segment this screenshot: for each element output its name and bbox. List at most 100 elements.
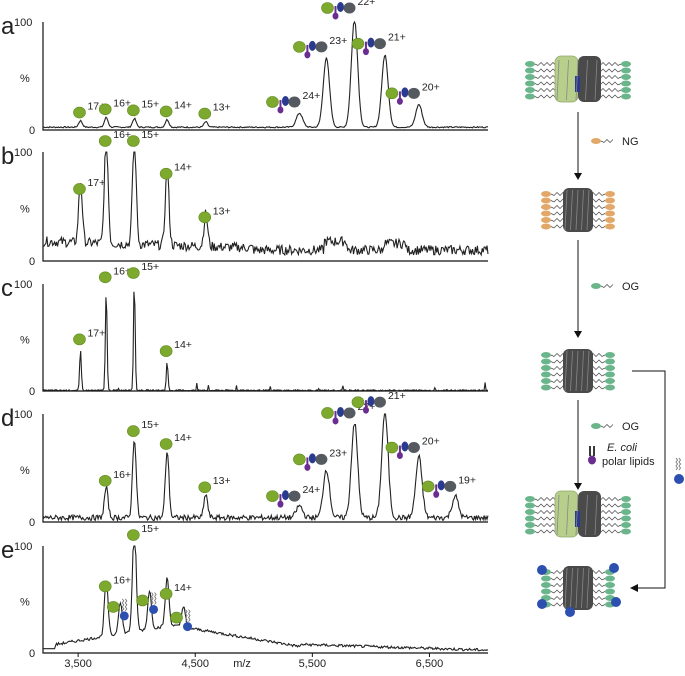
panel-axes (42, 22, 488, 131)
peak-annotation: 23+ (293, 447, 347, 471)
peak-annotation: 20+ (385, 81, 440, 105)
detergent-head-icon (621, 515, 631, 522)
peak-annotation: 17+ (73, 177, 105, 195)
protein-core-icon (578, 491, 601, 537)
peak-annotation: 16+ (98, 265, 131, 284)
micelle-reconstituted (525, 490, 631, 538)
monomer-icon (159, 105, 173, 118)
panel-axes (42, 414, 488, 523)
monomer-icon (293, 41, 306, 53)
lipid-head-icon (674, 474, 684, 484)
grey-subunit-icon (407, 87, 420, 99)
lipid-tail-icon (334, 6, 337, 18)
detergent-head-icon (621, 528, 631, 535)
y-zero-label: 0 (29, 386, 35, 398)
partner-protein-icon (367, 37, 375, 48)
og-tail-icon (600, 424, 614, 428)
reagent-label-ng: NG (622, 136, 639, 148)
reagent-label-og: OG (622, 281, 639, 293)
charge-state-label: 24+ (302, 484, 320, 496)
detergent-head-icon (525, 74, 535, 80)
monomer-icon (385, 87, 399, 100)
y-axis-label: % (20, 335, 30, 347)
lipid-tail-icon (184, 609, 188, 622)
charge-state-label: 14+ (174, 432, 192, 444)
arrow-head (574, 483, 582, 490)
helix-line (570, 567, 573, 609)
partner-protein-icon (308, 40, 316, 51)
lipid-tail-icon (593, 446, 595, 456)
monomer-icon (127, 104, 140, 117)
monomer-icon (321, 2, 334, 14)
detergent-head-icon (541, 197, 551, 204)
peak-annotation: 22+ (321, 0, 376, 20)
lipid-head-icon (119, 611, 129, 621)
detergent-head-icon (605, 365, 615, 371)
monomer-icon (136, 594, 149, 607)
detergent-head-icon (605, 378, 615, 384)
peak-annotation: 20+ (385, 436, 440, 460)
protein-core-icon (563, 349, 593, 393)
peak-annotation: 21+ (351, 32, 406, 56)
partner-protein-icon (367, 396, 375, 407)
grey-subunit-icon (444, 480, 457, 492)
y-max-label: 100 (14, 279, 32, 291)
y-zero-label: 0 (29, 517, 35, 529)
lipid-tail-icon (435, 484, 438, 497)
panel-label: b (1, 143, 14, 170)
spectrum-trace (42, 20, 489, 129)
detergent-head-icon (605, 217, 615, 223)
peak-annotation: 16+ (98, 129, 131, 147)
lipid-tail-icon (154, 592, 157, 605)
detergent-head-icon (525, 67, 535, 74)
detergent-head-icon (541, 217, 551, 223)
helix-line (594, 494, 598, 536)
peak-annotation (170, 609, 193, 632)
ng-detergent-icon (591, 138, 601, 144)
peak-annotation: 21+ (351, 390, 406, 414)
lipid-tail-icon (678, 457, 682, 471)
charge-state-label: 17+ (87, 177, 105, 189)
lipid-tail-icon (398, 445, 401, 458)
partner-protein-icon (281, 490, 289, 501)
charge-state-label: 23+ (329, 35, 347, 47)
reagent-label-polar-lipids: polar lipids (602, 456, 655, 468)
helix-line (564, 189, 568, 231)
lipid-tail-icon (151, 592, 154, 605)
monomer-icon (127, 529, 140, 541)
monomer-icon (98, 580, 112, 593)
detergent-head-icon (605, 371, 615, 378)
protein-core-icon (563, 566, 593, 610)
helix-line (575, 350, 579, 392)
charge-state-label: 16+ (113, 265, 131, 277)
peak-annotation: 24+ (266, 484, 320, 508)
lipid-head-icon (304, 51, 311, 59)
x-tick-label: 4,500 (181, 658, 209, 670)
x-axis-label: m/z (233, 658, 251, 670)
detergent-head-icon (621, 522, 631, 528)
monomer-icon (98, 271, 112, 284)
detergent-head-icon (621, 87, 631, 93)
detergent-head-icon (525, 80, 535, 87)
detergent-head-icon (605, 223, 615, 230)
monomer-icon (106, 601, 120, 613)
grey-subunit-icon (373, 38, 386, 50)
helix-line (570, 350, 573, 392)
lipid-tail-icon (334, 410, 337, 423)
partner-protein-icon (401, 87, 409, 98)
lipid-head-icon (362, 406, 369, 414)
peak-annotation: 14+ (159, 582, 192, 600)
monomer-icon (321, 407, 334, 419)
monomer-icon (127, 135, 140, 147)
y-zero-label: 0 (29, 256, 35, 268)
lipid-tail-icon (306, 44, 309, 57)
detergent-head-icon (605, 384, 615, 391)
detergent-head-icon (525, 515, 535, 522)
lipid-head-icon (277, 500, 284, 508)
helix-line (556, 494, 560, 536)
peak-annotation (136, 592, 159, 614)
helix-line (585, 494, 588, 536)
charge-state-label: 22+ (358, 0, 376, 8)
